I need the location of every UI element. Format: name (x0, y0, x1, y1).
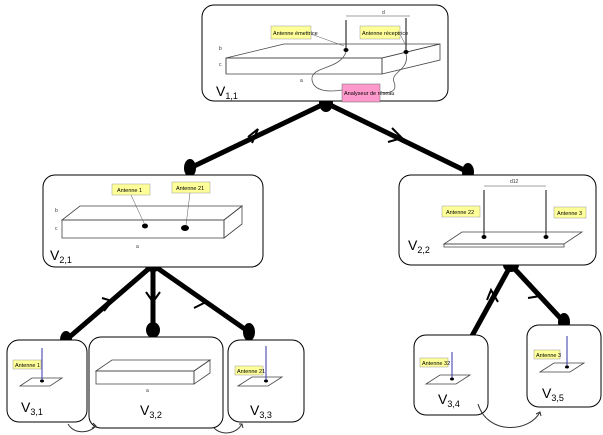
tag-emit-text: Antenne émettrice (273, 31, 318, 37)
dim-label-c: c (55, 226, 58, 232)
joint-v32-top (146, 322, 160, 338)
dim-label-b: b (55, 208, 58, 214)
ground-plane-icon (236, 376, 284, 387)
edge-v21-v31 (63, 262, 156, 343)
arrow-v11-v21 (247, 128, 259, 144)
tag-a21 (234, 365, 264, 376)
edge-v11-v22 (323, 100, 471, 175)
edge-v11-v21 (187, 100, 329, 171)
dim-label-c: c (219, 62, 222, 68)
tag-a32-text: Antenne 32 (422, 361, 450, 367)
node-box (42, 174, 264, 268)
tag-a3-text: Antenne 3 (536, 353, 561, 359)
waveguide-icon (225, 43, 441, 75)
ground-plane-icon (538, 362, 586, 373)
node-v32: a V3,2 (88, 336, 224, 429)
node-v22: d12 Antenne 22 Antenne 3 V2,2 (398, 174, 597, 266)
tag-a22-text: Antenne 22 (446, 210, 474, 216)
analyzer-box (341, 83, 381, 103)
tag-recv-text: Antenne réceptrice (362, 31, 408, 37)
arrow-v11-v22 (387, 127, 404, 143)
arc-v32-v33-head (239, 423, 244, 429)
node-box (398, 174, 597, 266)
tag-recv-leader (399, 33, 406, 45)
node-box (6, 339, 88, 423)
dim-label-a: a (300, 78, 303, 84)
ground-plane-icon (18, 377, 64, 387)
tag-a1 (12, 359, 42, 370)
tag-a3-text: Antenne 3 (557, 211, 582, 217)
antenna-recv-base (403, 50, 409, 54)
node-label-v35: V3,5 (542, 385, 564, 403)
cable-recv (379, 53, 407, 94)
node-label-v33: V3,3 (250, 402, 272, 420)
tag-emit-leader (310, 33, 345, 47)
tag-a3 (533, 349, 561, 360)
tag-a3 (553, 206, 587, 219)
antenna-22-base (481, 235, 487, 239)
ground-plane-icon (442, 231, 584, 248)
arc-v32-v33 (213, 423, 243, 434)
arrow-v22-v35 (527, 282, 542, 299)
antenna-1-base (142, 223, 148, 229)
arrow-v22-v34 (486, 287, 499, 303)
tag-a1-text: Antenne 1 (15, 363, 40, 369)
node-v31: Antenne 1 V3,1 (6, 339, 88, 423)
arc-v34-v35-head (535, 411, 542, 417)
node-label-v21: V2,1 (50, 247, 72, 265)
arc-v31-v32 (67, 423, 97, 433)
tag-emit (270, 25, 312, 40)
dim-label-a: a (146, 388, 149, 394)
antenna-1-base (40, 379, 44, 383)
edge-arrows (101, 127, 542, 312)
dim-label-d: d (382, 10, 385, 16)
tag-a21 (171, 181, 211, 194)
arc-v31-v32-head (91, 422, 97, 429)
tag-a21-leader (185, 192, 191, 226)
joint-v21-top (184, 159, 196, 177)
ground-plane-icon (424, 374, 472, 385)
analyzer-text: Analyseur de réseau (344, 91, 394, 97)
tag-a21-text: Antenne 21 (237, 369, 265, 375)
node-v35: Antenne 3 V3,5 (526, 324, 602, 408)
node-v11: b c a d Antenne émettrice Antenne récept… (201, 4, 449, 103)
antenna-21-base (264, 379, 268, 383)
tag-recv (359, 25, 401, 40)
node-box (526, 324, 602, 408)
tag-a22 (441, 205, 481, 218)
tag-a1-leader (130, 194, 145, 224)
antenna-21-base (181, 225, 189, 231)
node-box (201, 4, 449, 102)
dim-label-a: a (136, 244, 139, 250)
antenna-32-base (450, 377, 454, 381)
node-label-v31: V3,1 (21, 399, 43, 417)
arc-v34-v35 (477, 403, 541, 428)
arrow-v21-v33 (191, 291, 208, 309)
arrow-v21-v32 (145, 291, 161, 304)
arrow-v21-v31 (101, 297, 114, 312)
node-label-v34: V3,4 (438, 391, 460, 409)
tag-a1-text: Antenne 1 (117, 188, 142, 194)
joint-v33-top (243, 323, 255, 341)
antenna-emit-base (343, 48, 349, 52)
waveguide-icon (60, 205, 244, 239)
coupling-arcs (67, 403, 542, 434)
node-v33: Antenne 21 V3,3 (227, 339, 305, 423)
dim-label-d12: d12 (510, 179, 519, 185)
antenna-3-base (565, 365, 569, 369)
cable-emit (311, 51, 347, 92)
node-label-v11: V1,1 (216, 83, 238, 101)
edge-v22-v34 (464, 262, 514, 348)
node-v21: b c a Antenne 1 Antenne 21 V2,1 (42, 174, 264, 268)
antenna-3-base (543, 235, 549, 239)
node-v34: Antenne 32 V3,4 (413, 334, 489, 416)
node-label-v22: V2,2 (408, 237, 430, 255)
tag-a32 (419, 357, 449, 368)
waveguide-icon (94, 359, 212, 385)
dim-label-b: b (219, 46, 222, 52)
node-label-v32: V3,2 (140, 402, 162, 420)
tag-a21-text: Antenne 21 (176, 186, 204, 192)
